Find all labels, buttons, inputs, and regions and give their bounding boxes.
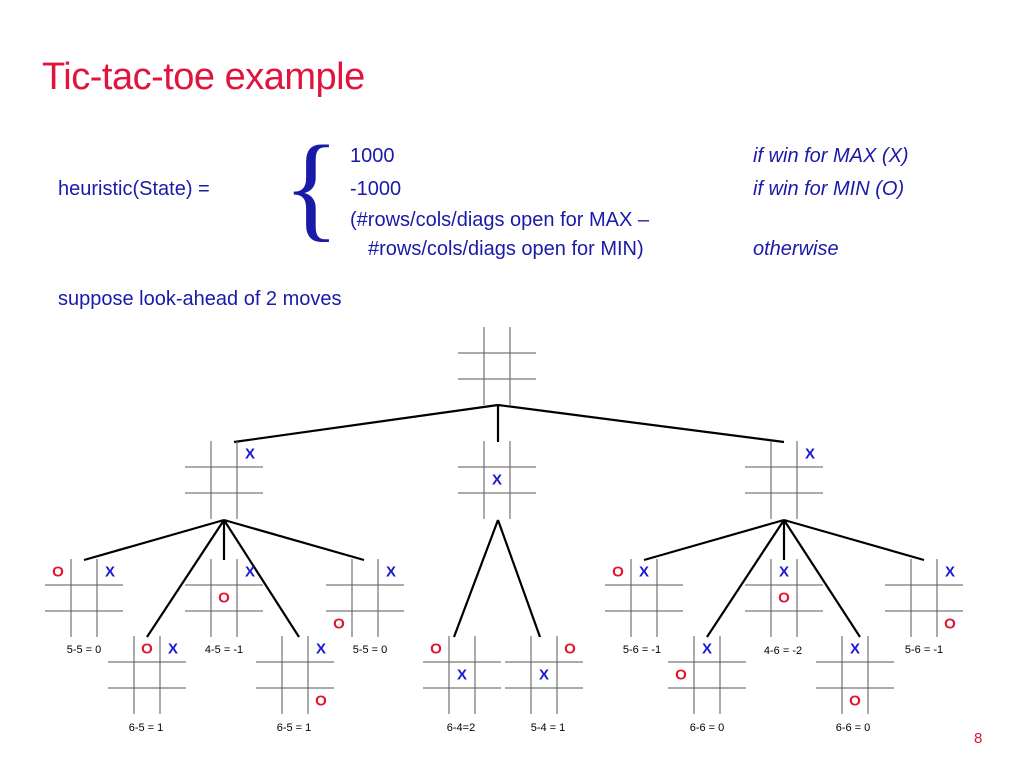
case2-value: -1000 [350,178,402,200]
x-mark: X [702,641,712,658]
heuristic-label: heuristic(State) = [58,178,210,200]
edge-l1-left-a5 [223,518,365,562]
case1-value: 1000 [350,145,395,167]
o-mark: O [315,693,327,710]
x-mark: X [457,667,467,684]
x-mark: X [386,564,396,581]
edge-l1-right-c5 [783,518,925,562]
x-mark: X [316,641,326,658]
x-mark: X [779,564,789,581]
edge-l1-right-c4 [783,519,861,638]
heuristic-score: 6-5 = 1 [277,722,312,734]
x-mark: X [945,564,955,581]
o-mark: O [944,616,956,633]
board-root [458,327,536,405]
heuristic-score: 5-6 = -1 [623,644,661,656]
board-c3: XO 4-6 = -2 [745,559,823,657]
x-mark: X [245,446,255,463]
slide-title: Tic-tac-toe example [42,56,365,98]
o-mark: O [564,641,576,658]
case3-value-line2: #rows/cols/diags open for MIN) [368,238,644,260]
x-mark: X [168,641,178,658]
x-mark: X [492,472,502,489]
heuristic-score: 5-6 = -1 [905,644,943,656]
o-mark: O [218,590,230,607]
o-mark: O [52,564,64,581]
board-l1-center: X [458,441,536,519]
edge-l1-right-c1 [643,518,785,562]
board-a3: XO 4-5 = -1 [185,559,263,656]
edge-l1-right-c2 [706,519,785,638]
case3-value-line1: (#rows/cols/diags open for MAX – [350,209,650,231]
heuristic-score: 4-6 = -2 [764,645,802,657]
edge-l1-center-b2 [496,519,542,638]
o-mark: O [612,564,624,581]
x-mark: X [105,564,115,581]
heuristic-score: 6-5 = 1 [129,722,164,734]
board-a5: X O 5-5 = 0 [326,559,404,656]
case3-condition: otherwise [753,238,839,260]
edge-root-l1-left [233,403,499,444]
page-number: 8 [974,730,983,747]
heuristic-score: 6-6 = 0 [690,722,725,734]
board-b1: OX 6-4=2 [423,636,501,734]
case1-condition: if win for MAX (X) [753,145,909,167]
board-c2: XO 6-6 = 0 [668,636,746,734]
x-mark: X [245,564,255,581]
board-a4: X O6-5 = 1 [256,636,334,734]
heuristic-score: 5-5 = 0 [353,644,388,656]
x-mark: X [639,564,649,581]
edge-root-l1-right [497,403,785,444]
x-mark: X [539,667,549,684]
lookahead-note: suppose look-ahead of 2 moves [58,288,342,310]
x-mark: X [805,446,815,463]
board-l1-corner-left: X [185,441,263,519]
heuristic-score: 4-5 = -1 [205,644,243,656]
o-mark: O [849,693,861,710]
o-mark: O [675,667,687,684]
o-mark: O [333,616,345,633]
o-mark: O [430,641,442,658]
x-mark: X [850,641,860,658]
board-c4: X O 6-6 = 0 [816,636,894,734]
o-mark: O [778,590,790,607]
edge-l1-left-a2 [146,519,225,638]
board-b2: OX 5-4 = 1 [505,636,583,734]
heuristic-score: 6-6 = 0 [836,722,871,734]
board-a1: O X 5-5 = 0 [45,559,123,656]
board-c5: X O5-6 = -1 [885,559,963,656]
edge-l1-left-a4 [223,519,300,638]
edge-l1-left-a1 [83,518,225,562]
case2-condition: if win for MIN (O) [753,178,905,200]
heuristic-score: 5-4 = 1 [531,722,566,734]
heuristic-score: 5-5 = 0 [67,644,102,656]
heuristic-score: 6-4=2 [447,722,475,734]
o-mark: O [141,641,153,658]
board-l1-corner-right: X [745,441,823,519]
left-brace: { [283,121,340,252]
edge-l1-center-b1 [452,519,500,638]
